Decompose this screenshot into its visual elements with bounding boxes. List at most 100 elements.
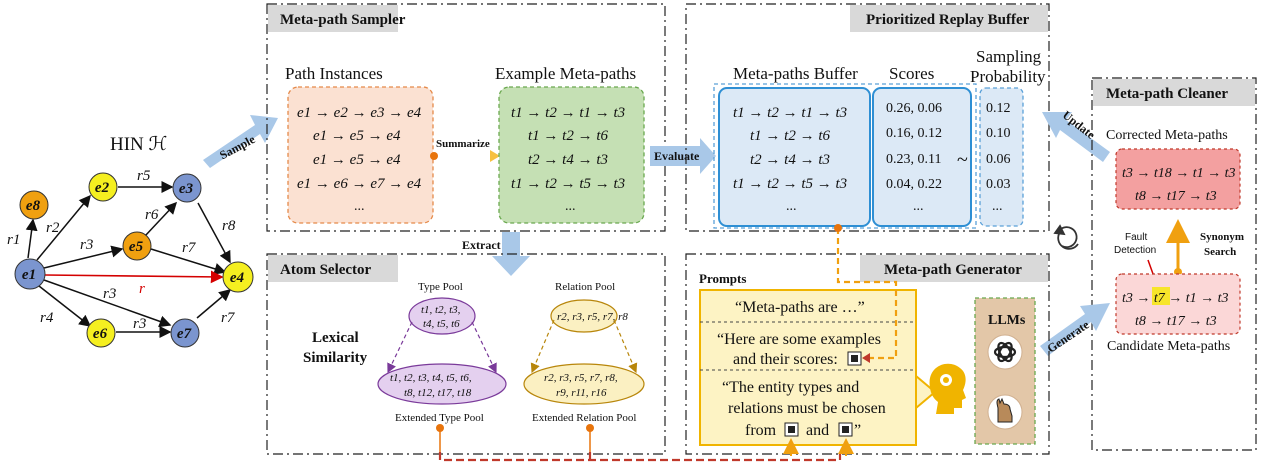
prob-title-2: Probability: [970, 67, 1046, 86]
example-meta-2: t1 → t2 → t6: [528, 128, 609, 144]
edge-e5-e3: [144, 201, 178, 237]
svg-text:e8: e8: [26, 198, 41, 214]
fault-1: Fault: [1125, 232, 1147, 243]
prompt-2b: and their scores:: [733, 351, 838, 368]
prompt-3b: relations must be chosen: [728, 400, 886, 417]
svg-text:...: ...: [992, 199, 1003, 214]
ext-type-label: Extended Type Pool: [395, 412, 484, 424]
buffer-meta-3: t2 → t4 → t3: [750, 152, 830, 168]
node-e5: e5: [122, 231, 152, 261]
edge-label-r6: r6: [145, 207, 159, 223]
extended-relation-pool: [523, 363, 645, 405]
path-instance-1: e1 → e2 → e3 → e4: [297, 105, 422, 121]
score-3: 0.23, 0.11: [886, 152, 941, 167]
example-meta-1: t1 → t2 → t1 → t3: [511, 105, 625, 121]
svg-text:Generate: Generate: [1045, 317, 1093, 355]
edge-e1-e7: [43, 279, 172, 328]
summarize-label: Summarize: [436, 138, 490, 150]
svg-text:t1, t2, t3, t4, t5, t6,: t1, t2, t3, t4, t5, t6,: [390, 372, 472, 384]
sample-arrow: Sample: [203, 115, 278, 168]
svg-text:...: ...: [354, 199, 365, 214]
corrected-1: t3 → t18 → t1 → t3: [1122, 166, 1236, 181]
corrected-box: [1115, 148, 1241, 210]
type-pool-label: Type Pool: [418, 281, 463, 293]
scores-title: Scores: [889, 64, 934, 83]
cleaner-panel: Meta-path Cleaner Corrected Meta-paths t…: [1091, 77, 1257, 451]
prompt-3c: from: [745, 422, 777, 439]
svg-text:r2, r3, r5, r7, r8,: r2, r3, r5, r7, r8,: [544, 372, 618, 384]
svg-text:Extract: Extract: [462, 238, 501, 252]
svg-text:e6: e6: [93, 326, 108, 342]
node-e3: e3: [172, 173, 202, 203]
extended-type-pool: [377, 363, 507, 405]
prob-3: 0.06: [986, 152, 1011, 167]
lexical-2: Similarity: [303, 350, 368, 366]
candidate-box: [1115, 273, 1241, 335]
corrected-2: t8 → t17 → t3: [1135, 189, 1217, 204]
svg-text:r9, r11, r16: r9, r11, r16: [556, 387, 607, 399]
example-meta-4: t1 → t2 → t5 → t3: [511, 176, 625, 192]
svg-text:...: ...: [565, 199, 576, 214]
candidate-title: Candidate Meta-paths: [1107, 339, 1230, 354]
scores-box: [872, 87, 972, 227]
path-instances-title: Path Instances: [285, 64, 383, 83]
corrected-title: Corrected Meta-paths: [1106, 128, 1228, 143]
path-instance-3: e1 → e5 → e4: [313, 152, 401, 168]
example-meta-box: [498, 86, 645, 224]
generator-panel: Meta-path Generator Prompts “Meta-paths …: [685, 224, 1050, 456]
svg-text:t8, t12, t17, t18: t8, t12, t17, t18: [404, 387, 472, 399]
example-meta-3: t2 → t4 → t3: [528, 152, 608, 168]
buffer-meta-4: t1 → t2 → t5 → t3: [733, 176, 847, 192]
llms-label: LLMs: [988, 313, 1026, 328]
prob-box: [979, 87, 1024, 227]
candidate-1: t3 → t7 → t1 → t3: [1122, 291, 1229, 306]
score-1: 0.26, 0.06: [886, 101, 942, 116]
lexical-1: Lexical: [312, 330, 359, 346]
edge-label-r5: r5: [137, 168, 151, 184]
example-meta-title: Example Meta-paths: [495, 64, 636, 83]
atom-selector-panel: Atom Selector Type Pool t1, t2, t3, t4, …: [266, 253, 666, 455]
prompt-3d: and: [806, 422, 829, 439]
svg-text:Sample: Sample: [217, 132, 258, 163]
svg-text:e4: e4: [230, 270, 245, 286]
node-e2: e2: [88, 172, 118, 202]
generator-title: Meta-path Generator: [884, 262, 1022, 278]
edge-e3-e4: [197, 202, 231, 264]
svg-text:r2, r3, r5, r7, r8: r2, r3, r5, r7, r8: [557, 311, 628, 323]
svg-text:e5: e5: [129, 239, 144, 255]
prompt-1: “Meta-paths are …”: [735, 299, 865, 316]
type-pool: [408, 297, 476, 335]
synonym-1: Synonym: [1200, 231, 1244, 243]
buffer-meta-1: t1 → t2 → t1 → t3: [733, 105, 847, 121]
prompts-title: Prompts: [699, 271, 746, 286]
ext-rel-label: Extended Relation Pool: [532, 412, 636, 424]
svg-text:t4, t5, t6: t4, t5, t6: [423, 318, 460, 330]
svg-text:e1: e1: [22, 267, 36, 283]
edge-e1-e4-red: [44, 270, 224, 284]
prompt-3a: “The entity types and: [722, 379, 859, 396]
edge-e1-e6: [38, 285, 92, 327]
edge-label-r7b: r7: [221, 310, 236, 326]
prob-title-1: Sampling: [976, 47, 1042, 66]
hin-title: HIN ℋ: [110, 134, 167, 155]
svg-text:...: ...: [913, 199, 924, 214]
edge-label-r8: r8: [222, 218, 236, 234]
prob-2: 0.10: [986, 126, 1011, 141]
generate-arrow: Generate: [1040, 303, 1110, 356]
node-e6: e6: [86, 318, 116, 348]
edge-e5-e4: [150, 248, 227, 275]
cleaner-title: Meta-path Cleaner: [1106, 86, 1228, 102]
fault-2: Detection: [1114, 245, 1156, 256]
svg-text:e7: e7: [177, 326, 192, 342]
buffer-title: Prioritized Replay Buffer: [866, 12, 1030, 28]
buffer-meta-box: [718, 87, 871, 227]
tilde: ~: [957, 149, 968, 171]
node-e7: e7: [170, 318, 200, 348]
edge-label-r4: r4: [40, 310, 54, 326]
edge-e1-e5: [43, 245, 124, 269]
buffer-meta-2: t1 → t2 → t6: [750, 128, 831, 144]
edge-label-r1: r1: [7, 232, 20, 248]
refresh-icon: [1053, 224, 1079, 250]
replay-buffer-panel: Prioritized Replay Buffer Meta-paths Buf…: [685, 3, 1050, 232]
